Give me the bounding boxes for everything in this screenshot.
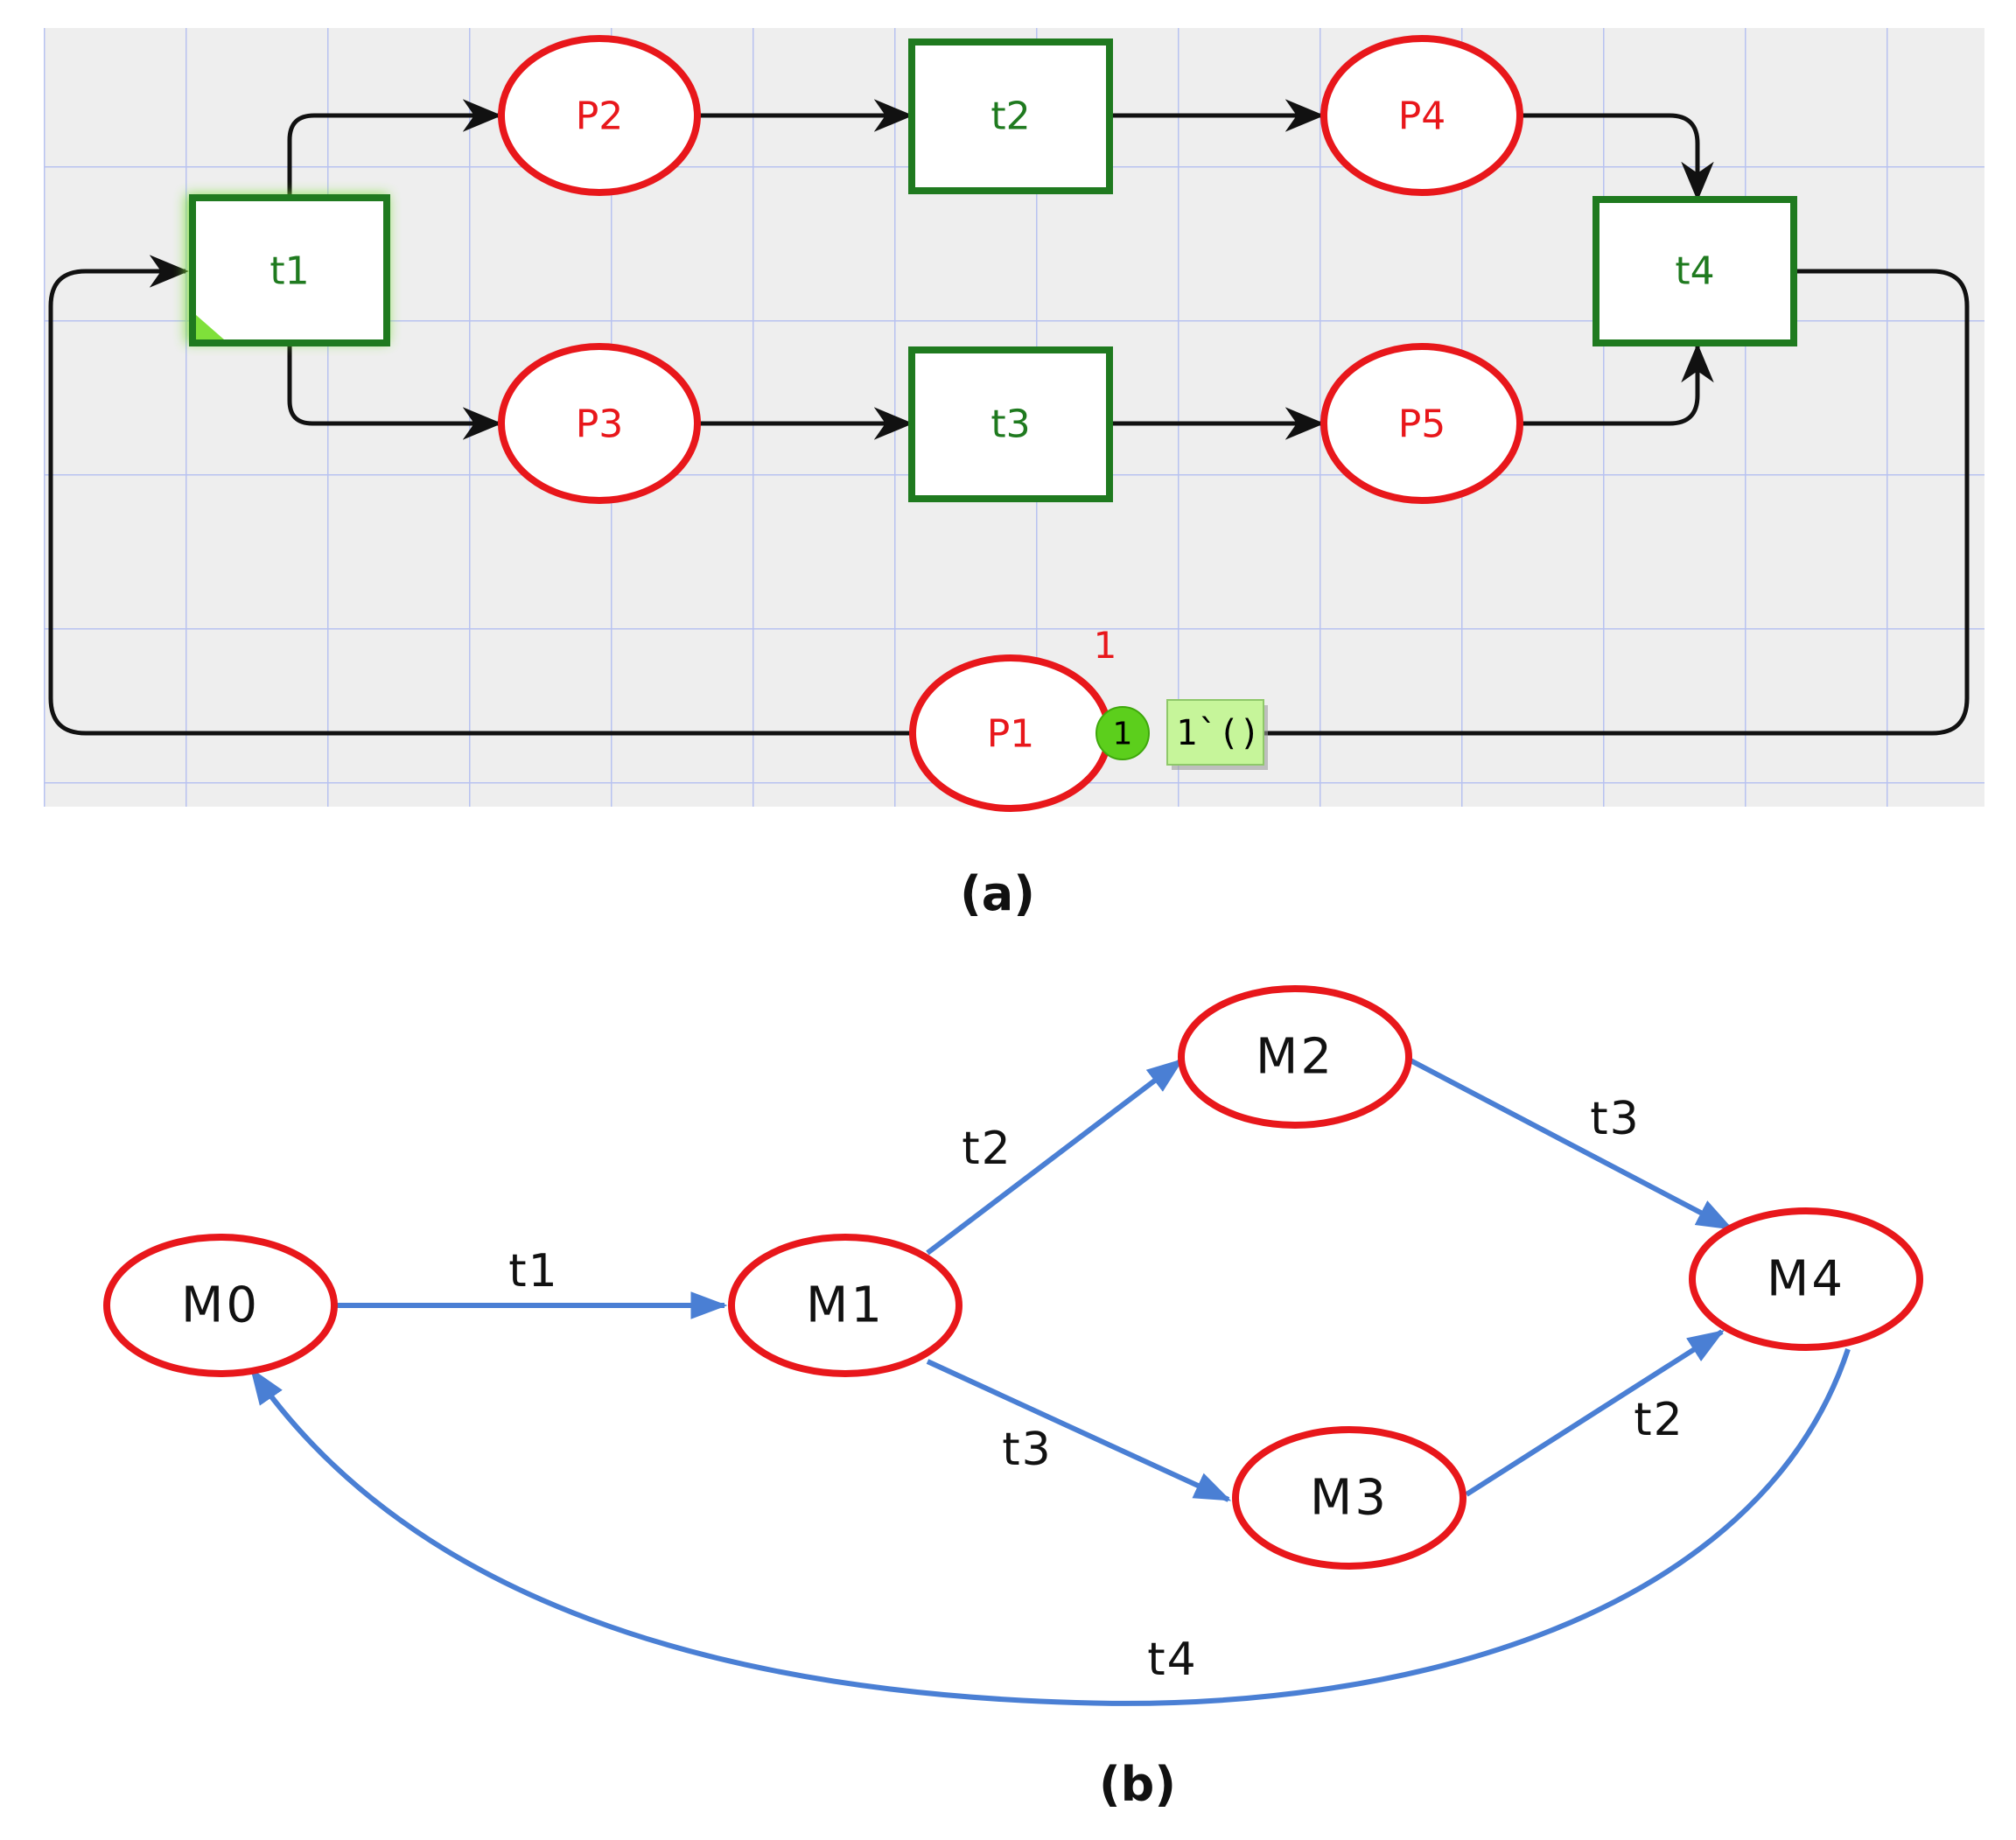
transition-t3[interactable]: t3 bbox=[908, 346, 1113, 502]
place-p4-label: P4 bbox=[1398, 94, 1446, 139]
place-p5[interactable]: P5 bbox=[1320, 343, 1523, 504]
transition-t3-label: t3 bbox=[990, 402, 1030, 447]
place-p3-ring bbox=[498, 343, 701, 504]
state-m4[interactable]: M4 bbox=[1689, 1207, 1923, 1351]
place-p1[interactable]: P1 bbox=[909, 654, 1112, 812]
token-value-box[interactable]: 1`() bbox=[1166, 699, 1268, 770]
state-m2-label: M2 bbox=[1256, 1029, 1334, 1086]
reachability-graph-panel: M0 M1 M2 M3 M4 t1 t2 t3 t3 t2 t4 (b) bbox=[103, 985, 1923, 1812]
place-p2-label: P2 bbox=[576, 94, 624, 139]
place-p5-label: P5 bbox=[1398, 402, 1446, 447]
arc-p1-t1 bbox=[48, 255, 912, 736]
place-p5-ring bbox=[1320, 343, 1523, 504]
edge-m1-m2 bbox=[926, 1058, 1184, 1256]
transition-t2-box bbox=[908, 38, 1113, 194]
state-m0[interactable]: M0 bbox=[103, 1234, 338, 1377]
transition-t4-label: t4 bbox=[1675, 249, 1714, 294]
place-p2-ring bbox=[498, 35, 701, 196]
transition-t1-box bbox=[189, 194, 390, 346]
edge-label-m2-m4: t3 bbox=[1590, 1093, 1640, 1145]
arc-p4-t4 bbox=[1522, 113, 1714, 201]
place-p4[interactable]: P4 bbox=[1320, 35, 1523, 196]
edge-label-m4-m0: t4 bbox=[1147, 1634, 1197, 1686]
state-m1[interactable]: M1 bbox=[728, 1234, 962, 1377]
place-p3[interactable]: P3 bbox=[498, 343, 701, 504]
state-m3[interactable]: M3 bbox=[1232, 1426, 1466, 1570]
arc-t4-p1 bbox=[1242, 269, 1970, 736]
state-m3-label: M3 bbox=[1310, 1470, 1389, 1527]
arc-t1-p3 bbox=[287, 343, 502, 440]
transition-t1-label: t1 bbox=[270, 249, 309, 294]
transition-t2-label: t2 bbox=[990, 94, 1030, 139]
edge-m3-m4 bbox=[1465, 1329, 1725, 1497]
state-m2-ring bbox=[1178, 985, 1412, 1129]
transition-t2[interactable]: t2 bbox=[908, 38, 1113, 194]
panel-a-caption: (a) bbox=[960, 866, 1035, 921]
state-m1-ring bbox=[728, 1234, 962, 1377]
arc-p5-t4 bbox=[1522, 343, 1714, 426]
edge-label-m1-m2: t2 bbox=[962, 1123, 1012, 1175]
panel-b-caption: (b) bbox=[1099, 1757, 1176, 1812]
state-m0-label: M0 bbox=[181, 1277, 260, 1334]
state-m4-label: M4 bbox=[1767, 1251, 1845, 1308]
transition-t4[interactable]: t4 bbox=[1592, 196, 1797, 346]
place-p3-label: P3 bbox=[576, 402, 624, 447]
edge-label-m1-m3: t3 bbox=[1002, 1424, 1052, 1476]
transition-t4-box bbox=[1592, 196, 1797, 346]
transition-t1[interactable]: t1 bbox=[186, 194, 390, 346]
marking-count: 1 bbox=[1094, 624, 1117, 667]
edge-m1-m3 bbox=[926, 1359, 1232, 1502]
place-p1-label: P1 bbox=[987, 712, 1035, 757]
state-m2[interactable]: M2 bbox=[1178, 985, 1412, 1129]
token-dot bbox=[1096, 706, 1150, 760]
place-p2[interactable]: P2 bbox=[498, 35, 701, 196]
edge-label-m0-m1: t1 bbox=[508, 1245, 558, 1298]
state-m4-ring bbox=[1689, 1207, 1923, 1351]
token-value-text: 1`() bbox=[1176, 713, 1260, 753]
transition-t3-box bbox=[908, 346, 1113, 502]
token-value-box-bg bbox=[1166, 699, 1264, 766]
state-m0-ring bbox=[103, 1234, 338, 1377]
edge-m2-m4 bbox=[1409, 1058, 1734, 1231]
state-m3-ring bbox=[1232, 1426, 1466, 1570]
place-p4-ring bbox=[1320, 35, 1523, 196]
state-m1-label: M1 bbox=[806, 1277, 885, 1334]
petri-net-panel: t1 t2 t3 t4 P2 P3 P4 bbox=[44, 28, 1984, 921]
token-badge[interactable]: 1 bbox=[1096, 706, 1150, 760]
edge-m4-m0 bbox=[249, 1348, 1851, 1706]
edge-label-m3-m4: t2 bbox=[1634, 1394, 1684, 1446]
token-badge-count: 1 bbox=[1113, 717, 1133, 752]
enabled-corner-marker bbox=[196, 315, 224, 339]
arc-t1-p2 bbox=[287, 99, 502, 194]
